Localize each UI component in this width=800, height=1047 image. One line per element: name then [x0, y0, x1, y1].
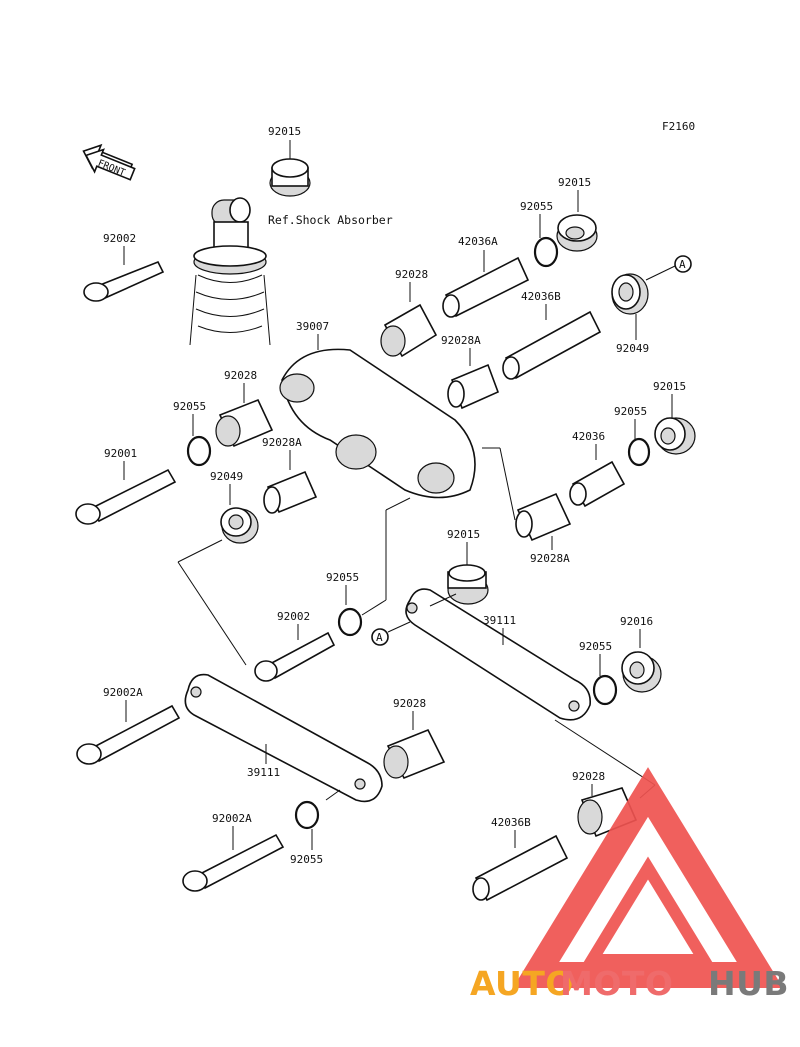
bushing-92028a-left-icon: [263, 470, 318, 514]
sleeve-42036b-low-icon: [472, 834, 569, 902]
link-39111-left-icon: [184, 673, 383, 803]
label-92049-right: 92049: [616, 342, 649, 355]
figure-code: F2160: [662, 120, 695, 133]
label-39111-r: 39111: [483, 614, 516, 627]
front-arrow-icon: FRONT: [82, 143, 136, 181]
watermark-auto: AUTO: [470, 964, 574, 1003]
nut-92015-r2-icon: [654, 417, 696, 455]
label-92002-top: 92002: [103, 232, 136, 245]
collar-92049-right-icon: [611, 273, 649, 315]
label-42036: 42036: [572, 430, 605, 443]
label-92016: 92016: [620, 615, 653, 628]
label-92015-right: 92015: [558, 176, 591, 189]
callout-a-center-icon: [371, 628, 389, 646]
label-92002a-2: 92002A: [212, 812, 252, 825]
bolt-92002a-2-icon: [182, 833, 285, 892]
o-ring-92055-r1-icon: [533, 236, 559, 268]
bolt-92002-top-icon: [83, 260, 165, 302]
callout-a-right-icon: [674, 255, 692, 273]
label-92001: 92001: [104, 447, 137, 460]
nut-92015-right-icon: [556, 214, 598, 252]
label-92002a-1: 92002A: [103, 686, 143, 699]
label-42036a: 42036A: [458, 235, 498, 248]
o-ring-92055-r3-icon: [592, 674, 618, 706]
label-92015-top: 92015: [268, 125, 301, 138]
o-ring-92055-low-icon: [294, 800, 320, 830]
bushing-92028-left-icon: [215, 398, 274, 448]
sleeve-42036a-icon: [442, 256, 530, 318]
label-92028-mid: 92028: [395, 268, 428, 281]
label-92028a-left: 92028A: [262, 436, 302, 449]
nut-92015-top-icon: [269, 158, 311, 197]
label-92055-r1: 92055: [520, 200, 553, 213]
bushing-92028-low-icon: [383, 728, 446, 780]
callout-a-right: A: [679, 258, 686, 271]
o-ring-92055-left-icon: [186, 435, 212, 467]
label-92055-r3: 92055: [579, 640, 612, 653]
watermark-moto: MOTO: [560, 964, 673, 1003]
label-92028a-r: 92028A: [530, 552, 570, 565]
label-39111-l: 39111: [247, 766, 280, 779]
bolt-92002-c-icon: [254, 631, 336, 682]
label-92055-low: 92055: [290, 853, 323, 866]
label-92015-c: 92015: [447, 528, 480, 541]
label-42036b-low: 42036B: [491, 816, 531, 829]
nut-92015-c-icon: [447, 564, 489, 605]
label-92015-r2: 92015: [653, 380, 686, 393]
collar-92049-left-icon: [220, 507, 259, 544]
watermark-hub: HUB: [708, 964, 789, 1003]
label-92055-left: 92055: [173, 400, 206, 413]
label-92002-c: 92002: [277, 610, 310, 623]
label-92055-c: 92055: [326, 571, 359, 584]
shock-absorber-icon: [189, 197, 271, 346]
bushing-92028a-r-icon: [515, 492, 572, 542]
ref-shock-absorber-note: Ref.Shock Absorber: [268, 213, 393, 227]
label-92055-r2: 92055: [614, 405, 647, 418]
label-92028-br: 92028: [572, 770, 605, 783]
automotohub-logo-icon: [512, 767, 784, 988]
label-42036b-mid: 42036B: [521, 290, 561, 303]
rocker-arm-39007-icon: [279, 348, 476, 499]
label-92049-left: 92049: [210, 470, 243, 483]
label-39007: 39007: [296, 320, 329, 333]
o-ring-92055-r2-icon: [627, 437, 651, 467]
nut-92016-icon: [621, 651, 662, 693]
bolt-92002a-1-icon: [76, 704, 181, 765]
label-92028-low: 92028: [393, 697, 426, 710]
link-39111-right-icon: [405, 588, 592, 721]
label-92028-left: 92028: [224, 369, 257, 382]
bushing-92028a-mid-icon: [447, 363, 500, 410]
label-92028a-mid: 92028A: [441, 334, 481, 347]
bushing-92028-mid-icon: [380, 303, 438, 358]
sleeve-42036b-mid-icon: [502, 310, 602, 380]
o-ring-92055-c-icon: [337, 607, 363, 637]
bolt-92001-icon: [75, 468, 177, 525]
callout-a-center: A: [376, 631, 383, 644]
sleeve-42036-icon: [569, 460, 626, 508]
